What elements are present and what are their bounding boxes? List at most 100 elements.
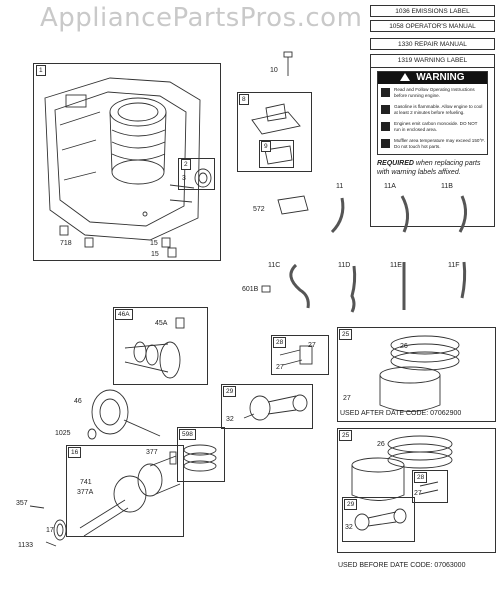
connecting-rod-drawing xyxy=(243,394,308,421)
part-label-45a[interactable]: 45A xyxy=(155,320,168,327)
part-label-15a[interactable]: 15 xyxy=(150,240,158,247)
part-label-1[interactable]: 1 xyxy=(36,65,46,76)
piston-after-drawing xyxy=(379,335,460,412)
warning-label-panel[interactable]: 1319 WARNING LABEL WARNING Read and Foll… xyxy=(370,54,495,227)
used-before-note: USED BEFORE DATE CODE: 07063000 xyxy=(338,562,466,569)
part-label-11a[interactable]: 11A xyxy=(384,183,396,190)
seal-17-drawing xyxy=(53,519,67,541)
cylinder-block-drawing xyxy=(44,77,201,241)
seal-drawing xyxy=(194,168,212,188)
part-label-27d[interactable]: 27 xyxy=(414,490,422,497)
part-label-598[interactable]: 598 xyxy=(179,429,196,440)
part-label-377[interactable]: 377 xyxy=(146,449,158,456)
part-label-11d[interactable]: 11D xyxy=(338,262,351,269)
part-label-28a[interactable]: 28 xyxy=(273,337,287,348)
camshaft-drawing xyxy=(124,317,185,379)
breather-gasket-drawing xyxy=(264,145,293,165)
part-label-11b[interactable]: 11B xyxy=(441,183,453,190)
used-after-note: USED AFTER DATE CODE: 07062900 xyxy=(340,410,462,417)
dowel-pins-drawing xyxy=(59,225,177,258)
warning-text: Read and Follow Operating Instructions b… xyxy=(394,87,485,149)
crankshaft-drawing xyxy=(79,451,181,537)
washer-1025-drawing xyxy=(87,428,97,440)
part-label-572[interactable]: 572 xyxy=(253,206,265,213)
part-label-27c[interactable]: 27 xyxy=(343,395,351,402)
piston-pin-group xyxy=(271,335,329,375)
part-label-377a[interactable]: 377A xyxy=(77,489,94,496)
part-label-357[interactable]: 357 xyxy=(16,500,28,507)
connecting-rod-group xyxy=(221,384,313,429)
part-label-11e[interactable]: 11E xyxy=(390,262,402,269)
part-label-46a[interactable]: 46A xyxy=(115,309,133,320)
operators-manual-item[interactable]: 1058 OPERATOR'S MANUAL xyxy=(370,20,495,32)
connecting-rod-subgroup-b xyxy=(342,497,415,542)
part-label-1133[interactable]: 1133 xyxy=(18,542,34,549)
part-label-11c[interactable]: 11C xyxy=(268,262,281,269)
breather-cover-drawing xyxy=(251,103,301,135)
hot-surface-icon xyxy=(381,139,390,148)
part-label-26a[interactable]: 26 xyxy=(400,343,408,350)
part-label-3[interactable]: 3 xyxy=(182,175,186,182)
part-label-11[interactable]: 11 xyxy=(336,183,344,190)
breather-gasket-subgroup xyxy=(259,140,294,168)
part-label-2[interactable]: 2 xyxy=(181,159,191,170)
seal-subgroup xyxy=(178,158,215,190)
piston-pin-drawing xyxy=(279,345,313,366)
part-label-26b[interactable]: 26 xyxy=(377,441,385,448)
manual-icon xyxy=(381,88,390,97)
part-label-32b[interactable]: 32 xyxy=(345,524,353,531)
crankshaft-group xyxy=(66,445,184,537)
part-label-29b[interactable]: 29 xyxy=(344,499,358,510)
part-label-8[interactable]: 8 xyxy=(239,94,249,105)
camshaft-group xyxy=(113,307,208,385)
warning-line-2: Gasoline is flammable. Allow engine to c… xyxy=(394,104,483,115)
part-label-32a[interactable]: 32 xyxy=(226,416,234,423)
part-label-11f[interactable]: 11F xyxy=(448,262,460,269)
part-label-16[interactable]: 16 xyxy=(68,447,82,458)
breather-group xyxy=(237,92,312,172)
hoses-drawing xyxy=(289,195,467,313)
part-label-9[interactable]: 9 xyxy=(261,141,271,152)
required-bold: REQUIRED xyxy=(377,160,414,167)
warning-pictogram-icons xyxy=(381,88,391,150)
part-label-10[interactable]: 10 xyxy=(270,67,278,74)
part-label-601b[interactable]: 601B xyxy=(242,286,259,293)
key-357-drawing xyxy=(29,505,45,509)
warning-title-text: WARNING xyxy=(416,72,465,83)
valve-572-drawing xyxy=(277,195,309,215)
warning-line-1: Read and Follow Operating Instructions b… xyxy=(394,87,475,98)
warning-header: WARNING xyxy=(378,72,487,84)
screw-10-drawing xyxy=(283,51,293,76)
piston-before-drawing xyxy=(351,435,453,531)
screw-1133-drawing xyxy=(45,541,57,547)
part-label-46[interactable]: 46 xyxy=(74,398,82,405)
part-label-25a[interactable]: 25 xyxy=(339,329,353,340)
part-label-15b[interactable]: 15 xyxy=(151,251,159,258)
required-note: REQUIRED when replacing parts with warni… xyxy=(377,159,488,177)
piston-assembly-before-group xyxy=(337,428,496,553)
cylinder-block-group xyxy=(33,63,221,261)
warning-sticker: WARNING Read and Follow Operating Instru… xyxy=(377,71,488,155)
part-label-28b[interactable]: 28 xyxy=(414,472,428,483)
part-label-27a[interactable]: 27 xyxy=(308,342,316,349)
part-label-741[interactable]: 741 xyxy=(80,479,92,486)
part-label-1025[interactable]: 1025 xyxy=(55,430,71,437)
piston-pin-subgroup-b xyxy=(412,470,448,503)
warning-line-3: Engines emit carbon monoxide. DO NOT run… xyxy=(394,121,478,132)
part-label-29a[interactable]: 29 xyxy=(223,386,237,397)
repair-manual-item[interactable]: 1330 REPAIR MANUAL xyxy=(370,38,495,50)
ring-set-group xyxy=(177,427,225,482)
part-label-27b[interactable]: 27 xyxy=(276,364,284,371)
part-label-17[interactable]: 17 xyxy=(46,527,54,534)
flame-icon xyxy=(381,105,390,114)
part-label-25b[interactable]: 25 xyxy=(339,430,353,441)
warning-line-4: Muffler area temperature may exceed 150°… xyxy=(394,138,485,149)
emissions-label-item[interactable]: 1036 EMISSIONS LABEL xyxy=(370,5,495,17)
rings-598-drawing xyxy=(183,444,217,472)
required-text: when replacing parts with warning labels… xyxy=(377,160,481,176)
watermark: AppliancePartsPros.com xyxy=(40,3,363,33)
warning-label-title: 1319 WARNING LABEL xyxy=(371,55,494,68)
exhaust-icon xyxy=(381,122,390,131)
part-label-718[interactable]: 718 xyxy=(60,240,72,247)
